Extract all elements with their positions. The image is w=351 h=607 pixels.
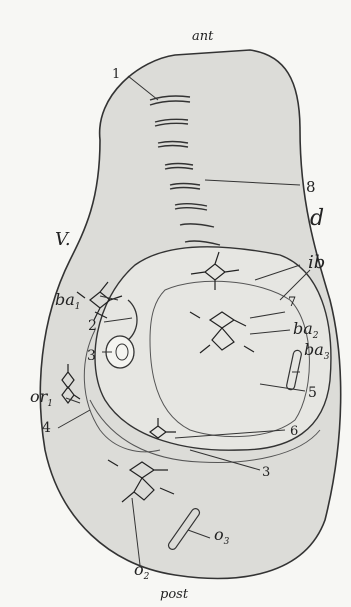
label-5: 5 bbox=[308, 385, 317, 401]
label-2: 2 bbox=[88, 318, 97, 334]
label-3-bottom: 3 bbox=[262, 465, 270, 480]
label-post: post bbox=[160, 587, 189, 602]
label-side-d: d bbox=[310, 206, 324, 231]
label-ant: ant bbox=[192, 29, 214, 44]
label-6: 6 bbox=[290, 424, 298, 439]
label-ib: ib bbox=[308, 252, 325, 273]
label-4: 4 bbox=[42, 420, 51, 436]
label-1: 1 bbox=[112, 67, 120, 82]
label-3-left: 3 bbox=[87, 348, 96, 364]
label-side-v: V. bbox=[55, 229, 71, 250]
label-8: 8 bbox=[306, 178, 316, 196]
label-7: 7 bbox=[288, 295, 296, 310]
